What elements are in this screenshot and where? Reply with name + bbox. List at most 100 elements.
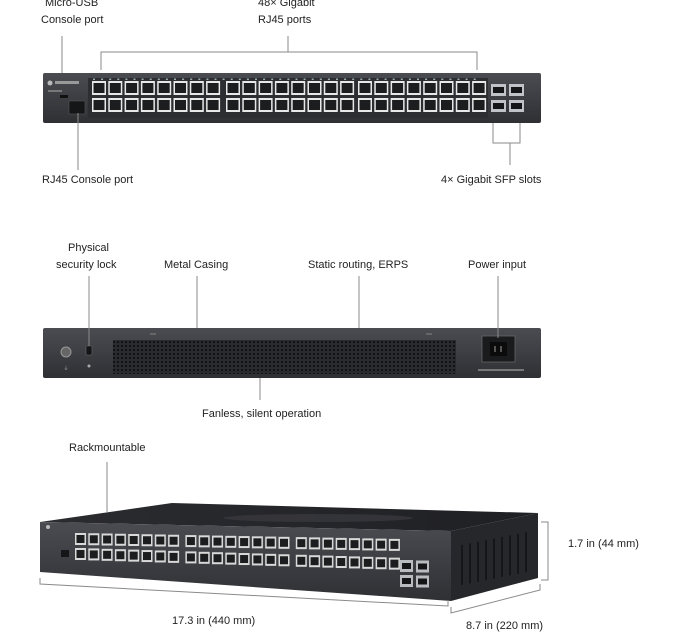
- rj45-port: [408, 83, 420, 93]
- tp-link-logo-icon: [47, 80, 53, 86]
- port-led: [109, 78, 112, 80]
- port-led: [384, 78, 387, 80]
- perspective-port: [377, 540, 386, 549]
- rj45-port: [126, 83, 138, 93]
- perspective-sfp-slot: [402, 563, 411, 569]
- front-panel: [43, 73, 541, 123]
- perspective-port: [297, 556, 306, 565]
- port-led: [198, 78, 201, 80]
- port-led: [157, 78, 160, 80]
- rj45-port: [243, 100, 255, 110]
- port-led: [352, 78, 355, 80]
- sfp-slot-group: [491, 84, 524, 112]
- port-led: [101, 78, 104, 80]
- rj45-port: [424, 83, 436, 93]
- depth-dimension-label: 8.7 in (220 mm): [466, 620, 544, 632]
- micro-usb-label-line1: Micro-USB: [45, 0, 99, 9]
- rj45-port: [325, 100, 337, 110]
- depth-dimension: [450, 584, 541, 614]
- port-led: [360, 78, 363, 80]
- front-leader-lines: [61, 36, 521, 170]
- rj45-port: [341, 83, 353, 93]
- rj45-console-port: [68, 100, 86, 115]
- perspective-port: [240, 555, 249, 564]
- port-led: [392, 78, 395, 80]
- metal-casing-label: Metal Casing: [164, 259, 229, 271]
- sfp-slot: [493, 103, 504, 109]
- side-vents: [461, 532, 527, 585]
- sfp-slots-label: 4× Gigabit SFP slots: [441, 174, 542, 186]
- height-dimension: [541, 521, 549, 581]
- perspective-port: [186, 537, 195, 546]
- sfp-slot: [511, 103, 522, 109]
- perspective-port: [186, 553, 195, 562]
- rj45-port: [408, 100, 420, 110]
- perspective-port: [337, 539, 346, 548]
- port-led: [141, 78, 144, 80]
- model-text-mark: [48, 90, 62, 92]
- width-dimension-label: 17.3 in (440 mm): [172, 615, 256, 627]
- port-led: [271, 78, 274, 80]
- rj45-port: [359, 83, 371, 93]
- power-socket-inner: [490, 342, 507, 356]
- rj45-port: [142, 83, 154, 93]
- port-led: [133, 78, 136, 80]
- perspective-port: [253, 555, 262, 564]
- rj45-port: [276, 100, 288, 110]
- port-led: [344, 78, 347, 80]
- perspective-sfp-slot: [418, 563, 427, 570]
- perspective-port: [200, 537, 209, 546]
- rj45-port: [191, 100, 203, 110]
- perspective-port: [143, 536, 151, 545]
- rj45-port: [375, 100, 387, 110]
- perspective-port: [200, 553, 209, 562]
- port-led: [165, 78, 168, 80]
- port-led: [206, 78, 209, 80]
- grounding-screw-icon: [60, 346, 72, 358]
- rj45-port: [309, 83, 320, 93]
- port-led: [327, 78, 330, 80]
- perspective-sfp-slot: [402, 578, 411, 584]
- perspective-logo-icon: [46, 525, 50, 529]
- perspective-port: [129, 535, 138, 544]
- power-rating-text-mark: [478, 369, 524, 371]
- rj45-port: [93, 83, 105, 93]
- rackmountable-label: Rackmountable: [69, 442, 146, 454]
- perspective-port: [350, 558, 359, 567]
- perspective-port: [337, 558, 346, 567]
- rear-panel: ⏚: [43, 328, 541, 378]
- vent-grille: [113, 340, 456, 374]
- perspective-port: [89, 535, 98, 544]
- port-led: [441, 78, 444, 80]
- rj45-port: [441, 100, 452, 110]
- perspective-port: [129, 551, 138, 560]
- rear-screw-left: [150, 333, 156, 335]
- perspective-port: [213, 537, 222, 546]
- perspective-port: [240, 538, 249, 547]
- rj45-port: [207, 83, 219, 93]
- top-logo-emboss: [223, 514, 413, 522]
- brand-text-mark: [55, 81, 79, 84]
- perspective-port: [116, 551, 125, 560]
- perspective-port: [169, 552, 178, 561]
- rj45-port: [126, 100, 138, 110]
- rj45-port: [158, 100, 170, 110]
- rj45-port: [93, 100, 105, 110]
- port-led: [174, 78, 176, 80]
- perspective-port: [103, 535, 112, 544]
- perspective-port: [226, 554, 235, 563]
- perspective-port: [156, 552, 165, 561]
- rj45-ports-bracket: [100, 51, 478, 70]
- rj45-port: [260, 83, 272, 93]
- port-led: [238, 78, 241, 80]
- perspective-port: [390, 540, 399, 549]
- perspective-port-grid: [75, 533, 400, 570]
- port-led: [117, 78, 120, 80]
- perspective-port: [116, 535, 125, 544]
- perspective-port: [310, 539, 319, 548]
- perspective-port: [213, 554, 222, 563]
- port-led: [295, 78, 298, 80]
- rj45-port: [109, 83, 121, 93]
- port-led: [433, 78, 436, 80]
- perspective-port: [280, 556, 288, 565]
